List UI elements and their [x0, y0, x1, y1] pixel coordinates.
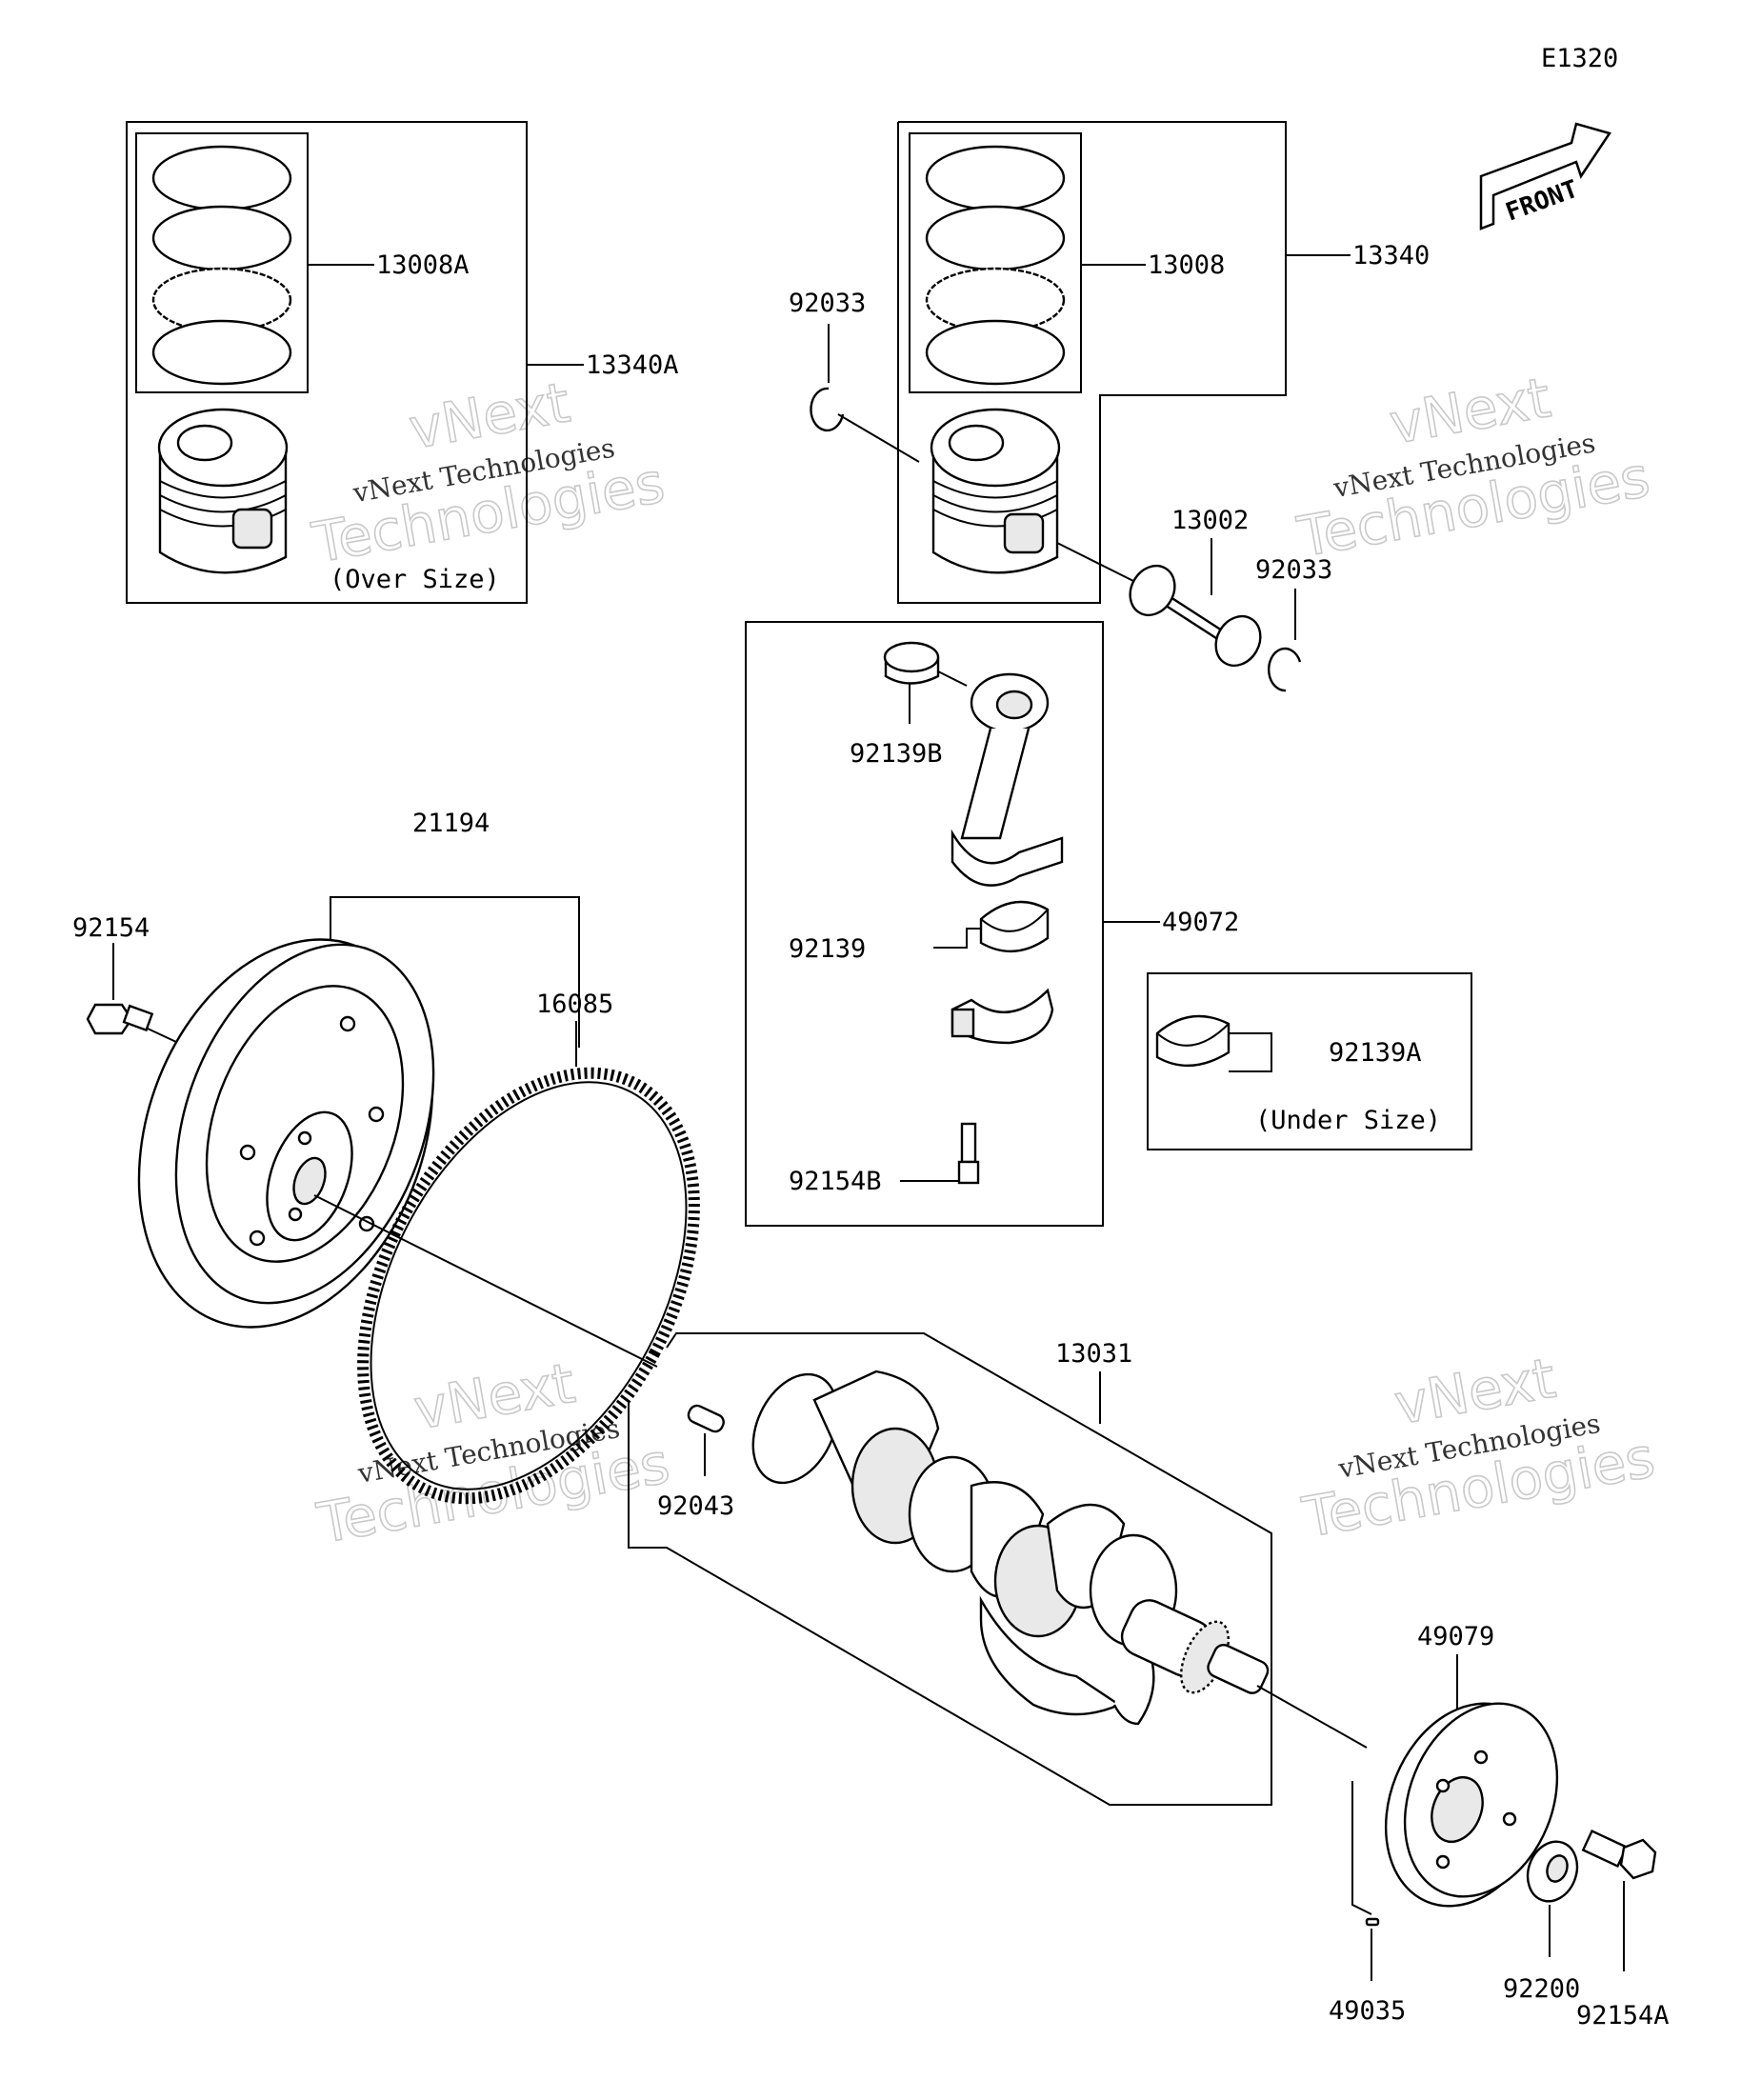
label-16085: 16085 [536, 990, 613, 1019]
piston [930, 408, 1061, 574]
label-92139: 92139 [789, 934, 866, 964]
con-rod-cap [951, 988, 1054, 1045]
watermark-bottom-right: vNext Technologies vNext Technologies [1297, 1345, 1660, 1551]
diagram-code: E1320 [1541, 44, 1618, 73]
connecting-rod [951, 672, 1064, 887]
con-rod-bearing-upper [979, 900, 1050, 953]
piston-pin [1129, 564, 1262, 668]
label-92200: 92200 [1503, 1974, 1580, 2004]
label-49072: 49072 [1162, 908, 1239, 937]
ring-box [909, 132, 1082, 393]
label-13008: 13008 [1148, 250, 1225, 280]
pulley-bolt [1581, 1829, 1657, 1880]
leader-49035 [1351, 1781, 1372, 1915]
oversize-piston [157, 408, 289, 574]
label-92139A: 92139A [1329, 1038, 1422, 1068]
flywheel [137, 938, 435, 1329]
pulley-washer [1526, 1840, 1579, 1903]
oversize-piston-rings [151, 145, 292, 386]
circlip-left [810, 387, 845, 432]
con-rod-box [745, 621, 1104, 1227]
crank-pulley [1384, 1702, 1559, 1908]
label-over-size: (Over Size) [330, 565, 500, 594]
label-92033-left: 92033 [789, 289, 866, 318]
front-arrow-icon: FRONT [1479, 122, 1611, 230]
oversize-piston-box [126, 121, 528, 604]
leader-21194 [330, 896, 580, 1048]
label-92043: 92043 [657, 1491, 734, 1521]
label-13008A: 13008A [376, 250, 470, 280]
undersize-bearing [1155, 1014, 1231, 1067]
label-13002: 13002 [1171, 506, 1249, 535]
piston-rings [925, 145, 1066, 386]
label-49079: 49079 [1417, 1622, 1494, 1651]
label-92154: 92154 [72, 913, 150, 943]
crankshaft-box [628, 1332, 1272, 1806]
flywheel-bolt [86, 1003, 154, 1035]
piston-set-box [897, 121, 1287, 604]
watermark-bottom-left: vNext Technologies vNext Technologies [311, 1350, 674, 1556]
dowel-pin [687, 1404, 725, 1433]
label-13340: 13340 [1352, 241, 1430, 270]
oversize-ring-box [135, 132, 309, 393]
label-92139B: 92139B [850, 739, 943, 769]
label-92154A: 92154A [1576, 2001, 1670, 2030]
label-92154B: 92154B [789, 1167, 882, 1196]
ring-gear [357, 1067, 700, 1505]
label-13340A: 13340A [586, 350, 679, 380]
label-21194: 21194 [412, 809, 490, 838]
crankshaft [751, 1370, 1270, 1726]
label-under-size: (Under Size) [1255, 1106, 1441, 1135]
con-rod-bolt [957, 1122, 980, 1185]
circlip-right [1267, 647, 1302, 692]
small-end-bushing [883, 641, 940, 685]
label-13031: 13031 [1055, 1339, 1132, 1369]
woodruff-key [1365, 1917, 1380, 1927]
undersize-bearing-box [1147, 972, 1472, 1150]
watermark-top-right: vNext Technologies vNext Technologies [1291, 364, 1654, 570]
label-92033-right: 92033 [1255, 555, 1332, 585]
watermark-top-left: vNext Technologies vNext Technologies [307, 370, 670, 576]
label-49035: 49035 [1329, 1996, 1406, 2026]
